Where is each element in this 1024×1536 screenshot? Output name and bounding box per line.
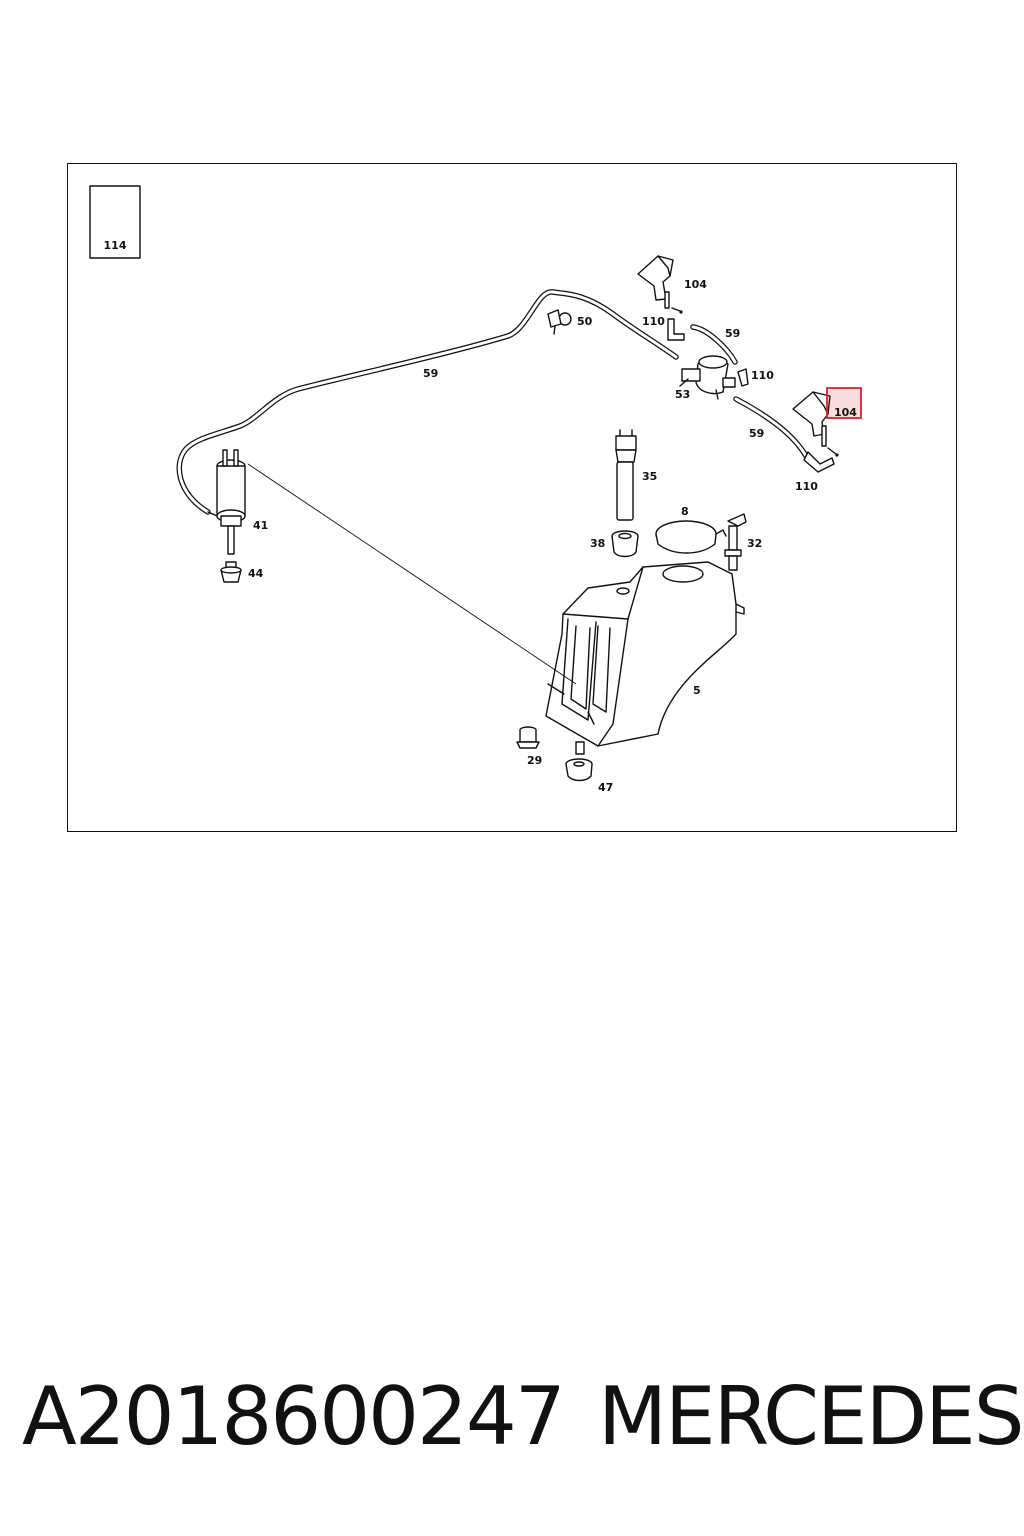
- reference-box-label: 114: [104, 239, 127, 252]
- check-valve: [679, 355, 736, 400]
- label-32: 32: [747, 537, 762, 550]
- label-44: 44: [248, 567, 264, 580]
- brand-name: MERCEDES: [598, 1370, 1024, 1463]
- leader-line-pump: [247, 463, 577, 685]
- fluid-reservoir: [545, 561, 745, 755]
- label-47: 47: [598, 781, 613, 794]
- reservoir-grommet-small: [516, 726, 540, 749]
- reference-box-114: 114: [89, 185, 141, 259]
- part-number: A2018600247: [22, 1370, 566, 1463]
- label-29: 29: [527, 754, 542, 767]
- highlight-box-part-104: [826, 387, 862, 419]
- parts-diagram-frame: 114: [67, 163, 957, 832]
- label-104-highlighted: 104: [834, 406, 857, 419]
- hose-clip: [547, 309, 572, 335]
- filler-cap: [655, 520, 727, 554]
- filler-neck-plug: [724, 513, 747, 571]
- main-hose-59: [176, 289, 679, 515]
- label-104-upper: 104: [684, 278, 707, 291]
- elbow-connector-lower: [803, 451, 835, 473]
- label-5: 5: [693, 684, 701, 697]
- caption: A2018600247 MERCEDES: [0, 1370, 1024, 1470]
- label-38: 38: [590, 537, 605, 550]
- label-53: 53: [675, 388, 690, 401]
- level-sensor: [615, 429, 637, 521]
- reservoir-grommet-large: [565, 758, 593, 782]
- parts-diagram: 114: [89, 185, 862, 794]
- label-110-lower: 110: [795, 480, 818, 493]
- label-35: 35: [642, 470, 657, 483]
- label-59-lower: 59: [749, 427, 764, 440]
- label-50: 50: [577, 315, 593, 328]
- label-59-main: 59: [423, 367, 438, 380]
- pump-grommet: [220, 561, 242, 583]
- label-110-upper: 110: [642, 315, 665, 328]
- label-41: 41: [253, 519, 268, 532]
- elbow-connector-middle: [737, 368, 749, 387]
- sensor-grommet: [611, 530, 639, 558]
- label-59-upper: 59: [725, 327, 740, 340]
- washer-pump: [207, 449, 246, 555]
- label-8: 8: [681, 505, 689, 518]
- washer-nozzle-upper: [637, 255, 683, 314]
- elbow-connector-upper: [667, 318, 685, 341]
- label-110-middle: 110: [751, 369, 774, 382]
